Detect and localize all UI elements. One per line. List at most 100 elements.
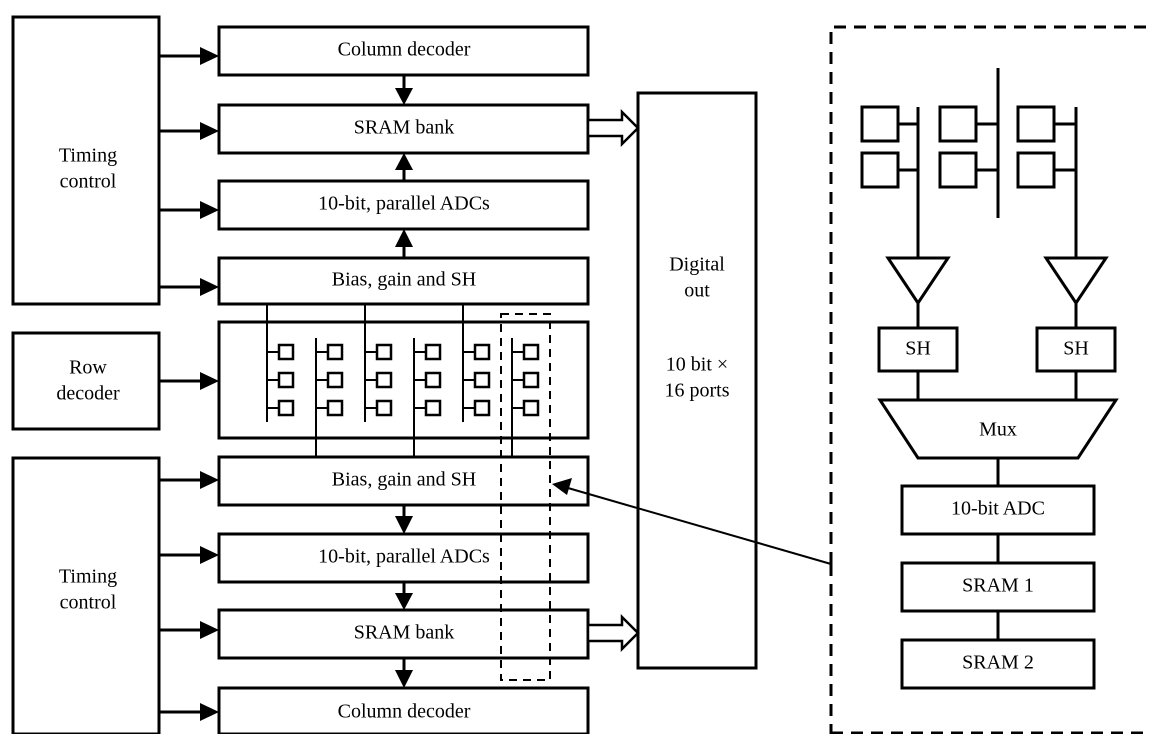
column-decoder-bottom-label: Column decoder	[338, 701, 471, 723]
timing-control-bottom-line2: control	[60, 592, 117, 614]
digital-out: Digital out 10 bit × 16 ports	[636, 91, 758, 670]
column-highlight	[500, 313, 551, 681]
pixel-cell	[522, 343, 540, 361]
column-decoder-top-label: Column decoder	[338, 39, 471, 61]
bias-gain-sh-top-label: Bias, gain and SH	[332, 269, 476, 291]
pixel-cell	[424, 399, 442, 417]
sram-bank-bottom-label: SRAM bank	[354, 622, 455, 644]
timing-control-top-line2: control	[60, 171, 117, 193]
arrow-to-sram-top	[159, 122, 219, 140]
arrow-to-adcs-top	[159, 201, 219, 219]
row-decoder: Row decoder	[11, 331, 161, 431]
amplifier-left-icon	[885, 256, 951, 306]
pixel-column	[266, 304, 295, 422]
pixel-array	[217, 304, 590, 457]
detail-sram1-label: SRAM 1	[962, 575, 1034, 597]
bias-gain-sh-top: Bias, gain and SH	[217, 256, 590, 306]
arrow-to-bias-bottom	[159, 471, 219, 489]
detail-dashed-border	[829, 25, 1150, 734]
digital-out-line2: out	[684, 280, 710, 302]
pixel-column	[413, 338, 442, 457]
pixel-cell	[522, 371, 540, 389]
arrow-coldec-to-sram-top	[395, 75, 413, 105]
arrow-adc-to-sram-top	[395, 153, 413, 181]
sram-bank-top: SRAM bank	[217, 103, 590, 155]
arrow-bias-to-adc-top	[395, 229, 413, 258]
arrow-to-sram-bottom	[159, 621, 219, 639]
arrow-to-adcs-bottom	[159, 546, 219, 564]
arrow-adc-to-sram-bottom	[395, 582, 413, 610]
adcs-top: 10-bit, parallel ADCs	[217, 179, 590, 231]
sh-left: SH	[877, 326, 959, 373]
row-decoder-line1: Row	[69, 357, 107, 379]
pixel-cell	[375, 399, 393, 417]
detail-pixel-cell	[860, 105, 900, 143]
digital-out-line4: 16 ports	[665, 380, 730, 402]
arrow-sram-to-coldec-bottom	[395, 658, 413, 688]
adcs-bottom: 10-bit, parallel ADCs	[217, 532, 590, 584]
detail-pixel-cell	[860, 151, 900, 189]
bus-arrow-top	[586, 108, 640, 148]
sh-right-label: SH	[1063, 338, 1089, 360]
row-decoder-line2: decoder	[56, 383, 120, 405]
timing-control-top: Timing control	[11, 15, 161, 306]
mux-label: Mux	[979, 419, 1017, 441]
control-arrows	[159, 47, 219, 721]
detail-pixel-cell	[1016, 105, 1056, 143]
pixel-cell	[375, 371, 393, 389]
sh-left-label: SH	[905, 338, 931, 360]
timing-control-bottom-line1: Timing	[59, 566, 117, 588]
detail-pixel-cell	[938, 105, 978, 143]
mux: Mux	[877, 398, 1119, 460]
pixel-cell	[473, 343, 491, 361]
bias-gain-sh-bottom-label: Bias, gain and SH	[332, 469, 476, 491]
detail-pointer-arrow	[552, 478, 832, 565]
timing-control-top-line1: Timing	[59, 145, 117, 167]
arrow-to-column-decoder-top	[159, 47, 219, 65]
adcs-top-label: 10-bit, parallel ADCs	[318, 193, 490, 215]
detail-sram1: SRAM 1	[900, 561, 1096, 613]
pixel-cell	[522, 399, 540, 417]
pixel-column	[364, 304, 393, 422]
detail-pixel-cell	[1016, 151, 1056, 189]
timing-control-bottom: Timing control	[11, 456, 161, 734]
sh-right: SH	[1035, 326, 1117, 373]
adcs-bottom-label: 10-bit, parallel ADCs	[318, 546, 490, 568]
pixel-cell	[424, 343, 442, 361]
pixel-cell	[277, 399, 295, 417]
pixel-cell	[326, 371, 344, 389]
pixel-column	[462, 304, 491, 422]
detail-pixel-cells	[860, 105, 1076, 189]
bias-gain-sh-bottom: Bias, gain and SH	[217, 455, 590, 507]
digital-out-line3: 10 bit ×	[666, 354, 728, 376]
pixel-column	[315, 338, 344, 457]
arrow-to-column-decoder-bottom	[159, 703, 219, 721]
pixel-cell	[424, 371, 442, 389]
arrow-bias-to-adc-bottom	[395, 505, 413, 534]
pixel-cell	[277, 343, 295, 361]
digital-out-line1: Digital	[669, 254, 725, 276]
arrow-to-bias-top	[159, 278, 219, 296]
column-decoder-bottom: Column decoder	[217, 686, 590, 734]
sram-bank-bottom: SRAM bank	[217, 608, 590, 660]
vertical-flow-arrows	[395, 75, 413, 688]
pixel-columns	[266, 304, 540, 457]
column-decoder-top: Column decoder	[217, 25, 590, 77]
pixel-cell	[277, 371, 295, 389]
column-detail-panel: SH SH Mux 10-bit ADC SRAM 1 SRAM 2	[829, 25, 1150, 734]
detail-adc-label: 10-bit ADC	[951, 498, 1045, 520]
detail-pixel-cell	[938, 151, 978, 189]
bus-arrow-bottom	[586, 613, 640, 653]
detail-sram2: SRAM 2	[900, 638, 1096, 690]
pixel-cell	[326, 343, 344, 361]
pixel-cell	[473, 399, 491, 417]
pixel-cell	[326, 399, 344, 417]
pixel-column	[511, 338, 540, 457]
detail-sram2-label: SRAM 2	[962, 652, 1034, 674]
pixel-cell	[473, 371, 491, 389]
arrow-to-pixel-array	[159, 372, 219, 390]
pixel-cell	[375, 343, 393, 361]
detail-adc: 10-bit ADC	[900, 484, 1096, 536]
sram-bank-top-label: SRAM bank	[354, 117, 455, 139]
amplifier-right-icon	[1043, 256, 1109, 306]
